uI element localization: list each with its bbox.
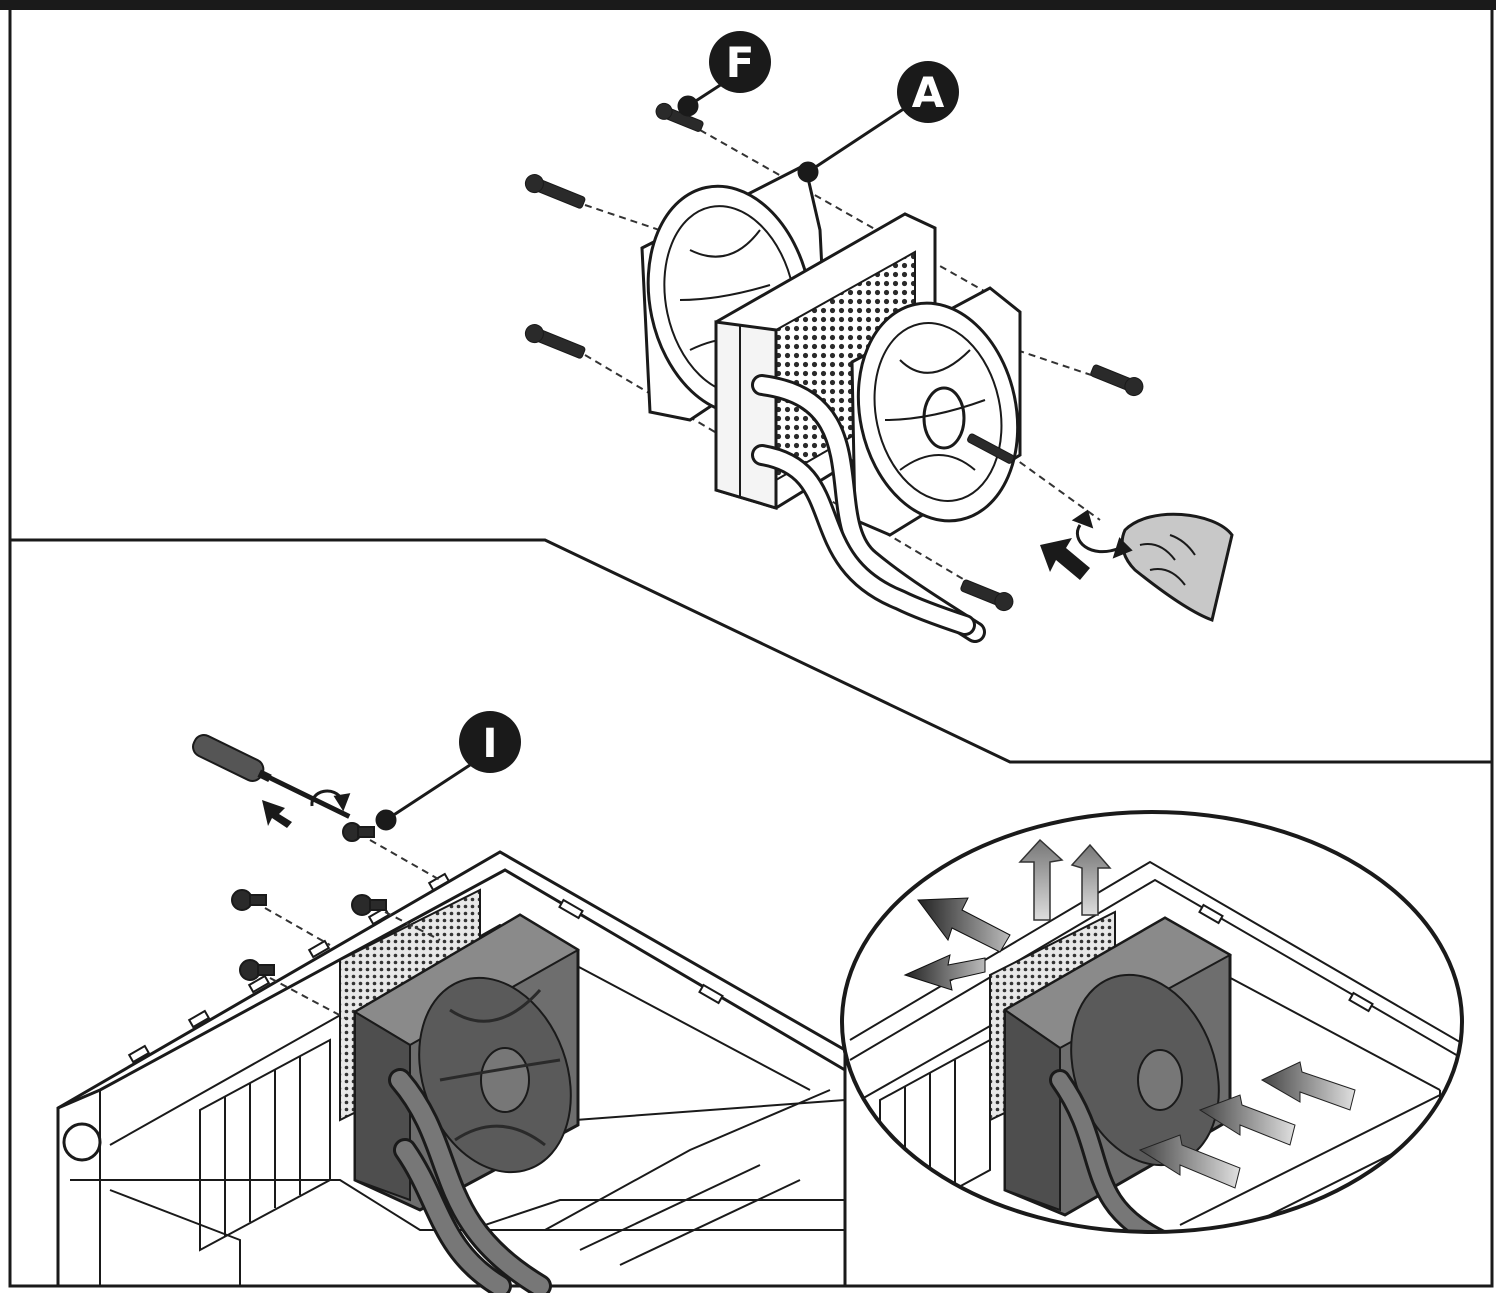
- airflow-arrow-icon: [903, 838, 1356, 1189]
- push-arrow-icon: [262, 800, 292, 828]
- coolant-tubes: [751, 374, 986, 643]
- screwdriver-icon: [192, 734, 351, 819]
- case-assembly: [56, 850, 847, 1293]
- rotate-arrow-icon: [1071, 509, 1133, 559]
- rotate-arrow-icon: [310, 789, 351, 812]
- case-screw-guides: [264, 839, 441, 1019]
- power-button-icon: [62, 1122, 102, 1162]
- callout-a: A: [897, 61, 959, 123]
- callout-i: I: [459, 711, 521, 773]
- callout-a-label: A: [912, 68, 945, 117]
- push-arrow-icon: [1040, 538, 1090, 580]
- airflow-inset: [840, 810, 1464, 1234]
- hand-icon: [1120, 512, 1234, 622]
- callout-f-label: F: [726, 38, 755, 87]
- callout-leaders: [677, 80, 906, 183]
- case-screws: [231, 822, 387, 981]
- long-screws: [524, 102, 1144, 612]
- callout-f: F: [709, 31, 771, 93]
- callout-i-label: I: [483, 721, 498, 767]
- radiator-assembly: [524, 80, 1144, 643]
- callout-i-leader: [375, 763, 471, 831]
- installed-fan: [353, 913, 580, 1212]
